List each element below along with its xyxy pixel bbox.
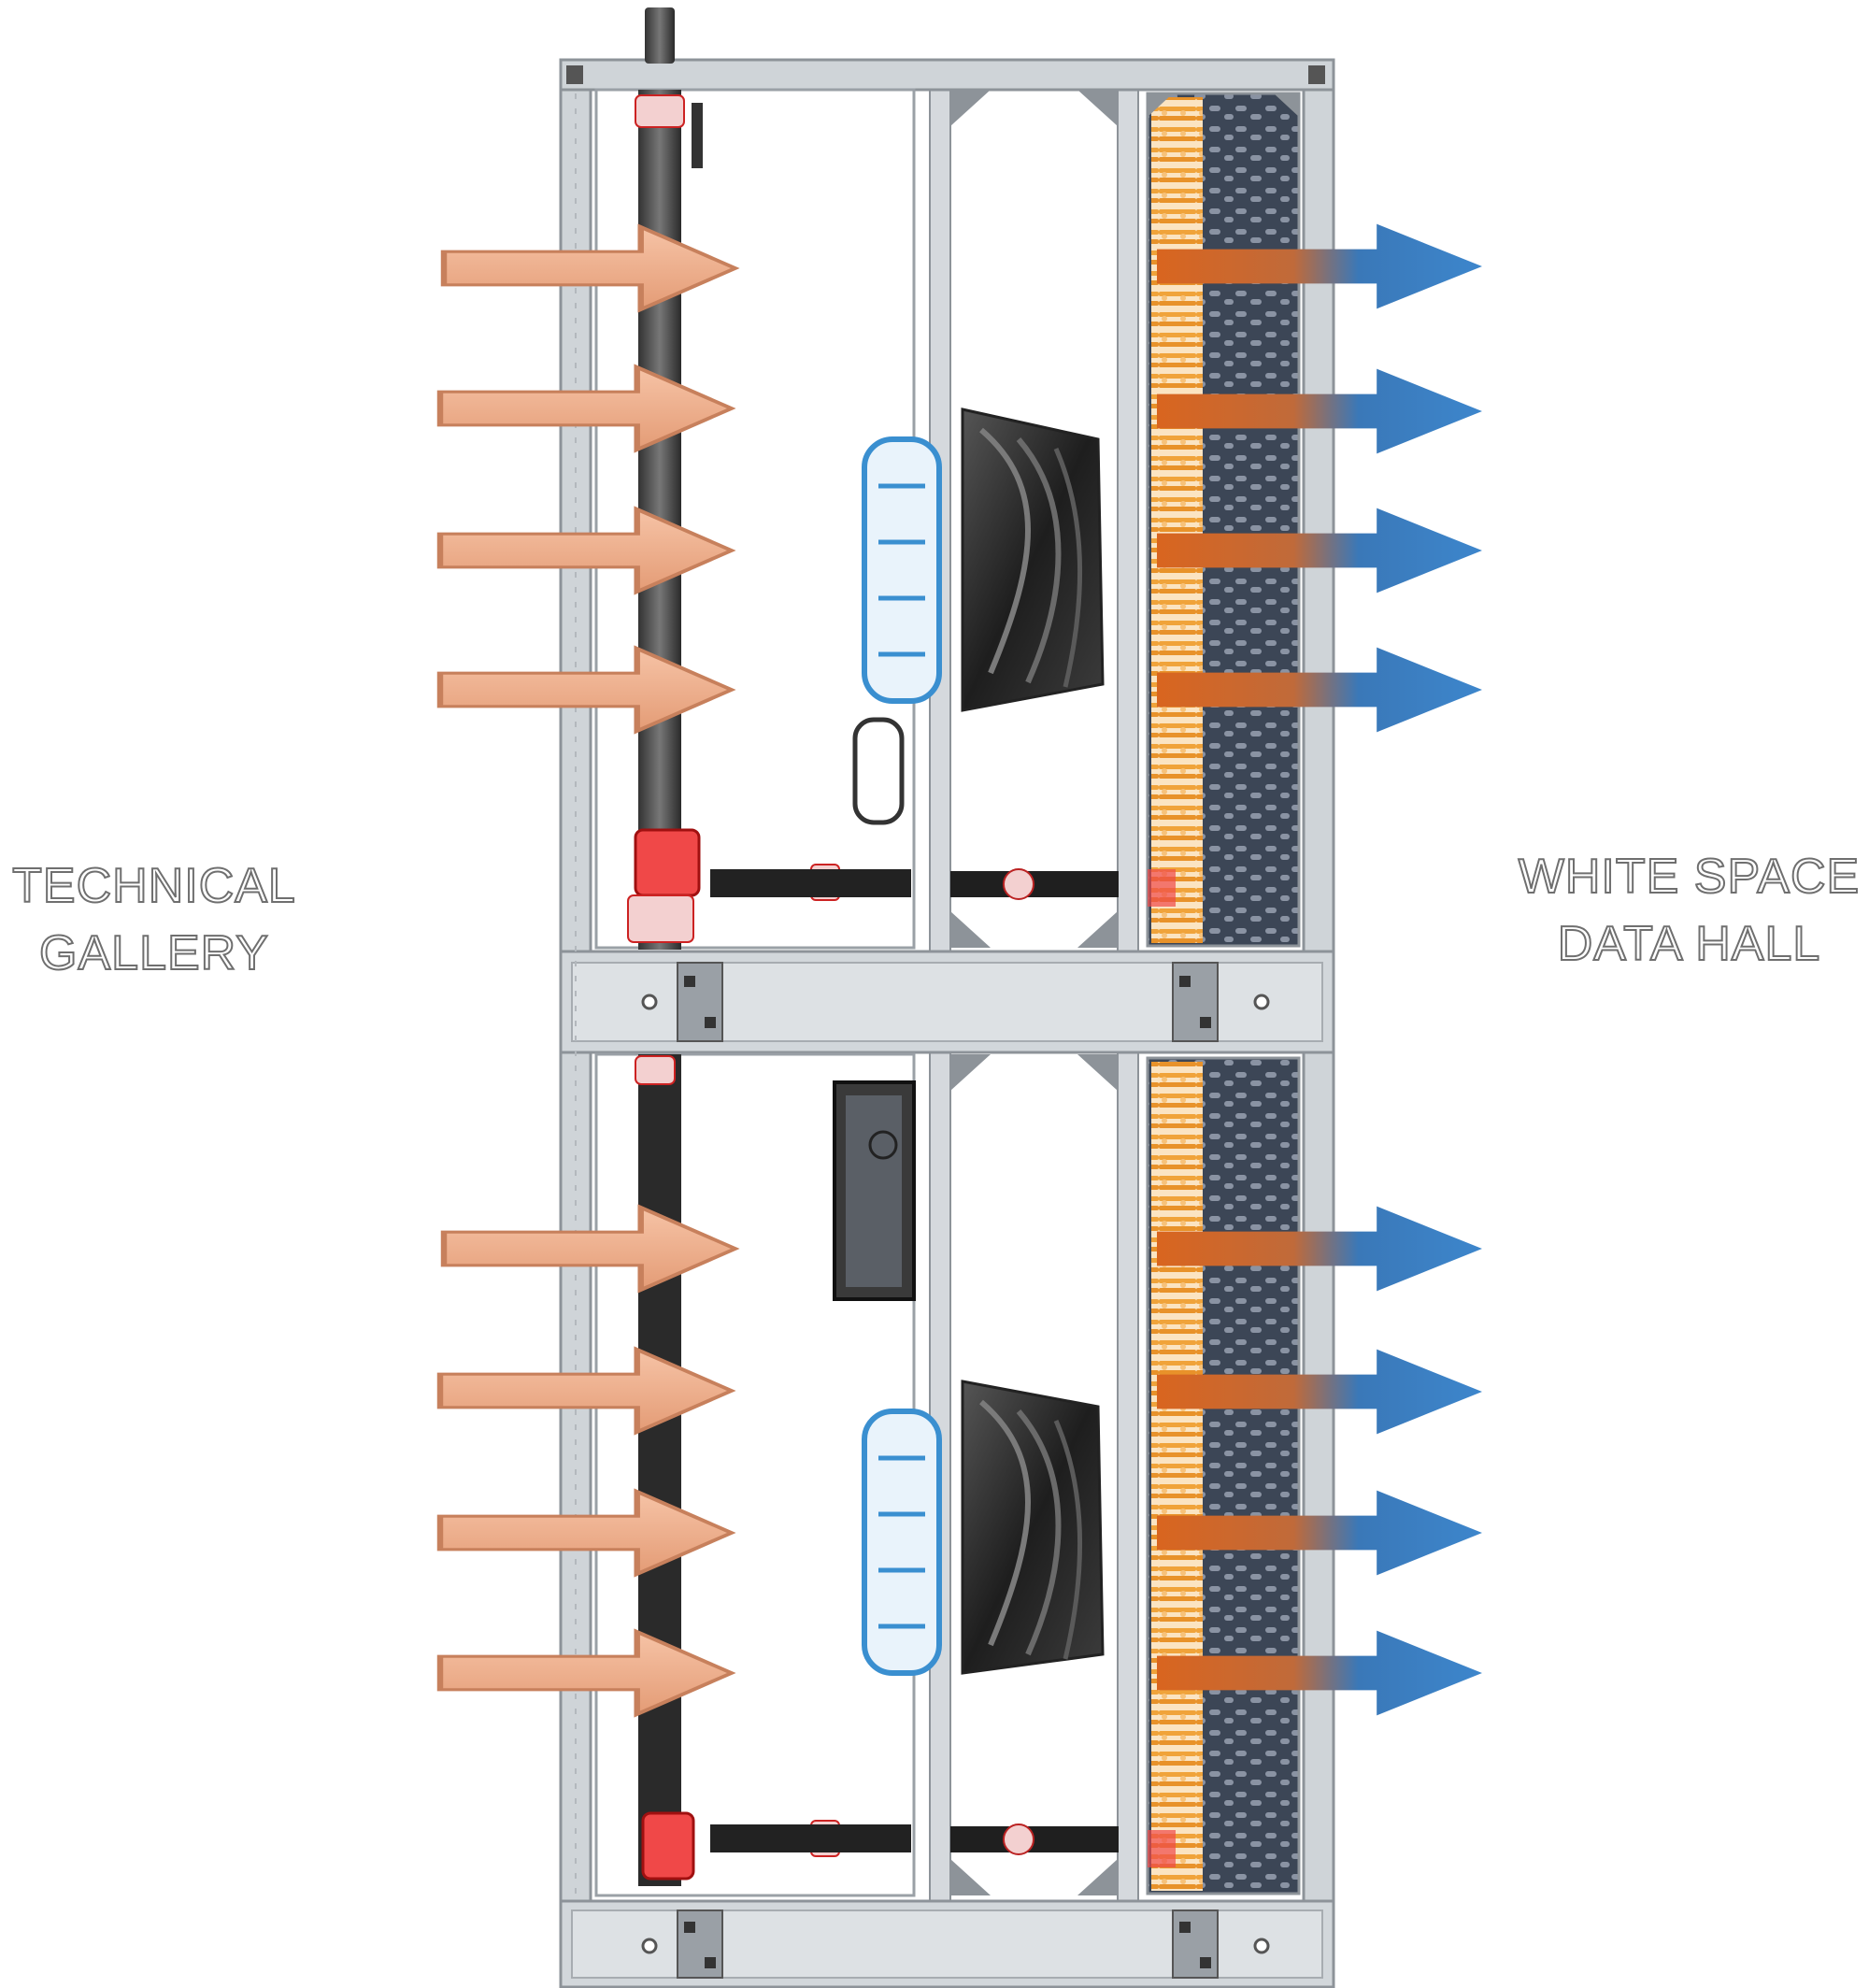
- data-hall-line2: DATA HALL: [1557, 916, 1821, 972]
- fan-icon: [862, 1380, 1105, 1676]
- technical-gallery-line1: TECHNICAL: [11, 858, 296, 914]
- fan-icon: [852, 408, 1105, 825]
- data-hall-line1: WHITE SPACE: [1518, 849, 1861, 905]
- data-hall-label: WHITE SPACE DATA HALL: [1509, 843, 1869, 978]
- valve-icon: [627, 94, 840, 1881]
- return-pipe: [710, 868, 1119, 1855]
- technical-gallery-label: TECHNICAL GALLERY: [0, 852, 308, 987]
- technical-gallery-line2: GALLERY: [38, 925, 269, 981]
- cooling-coil: [1146, 92, 1301, 1895]
- control-box: [833, 1080, 916, 1301]
